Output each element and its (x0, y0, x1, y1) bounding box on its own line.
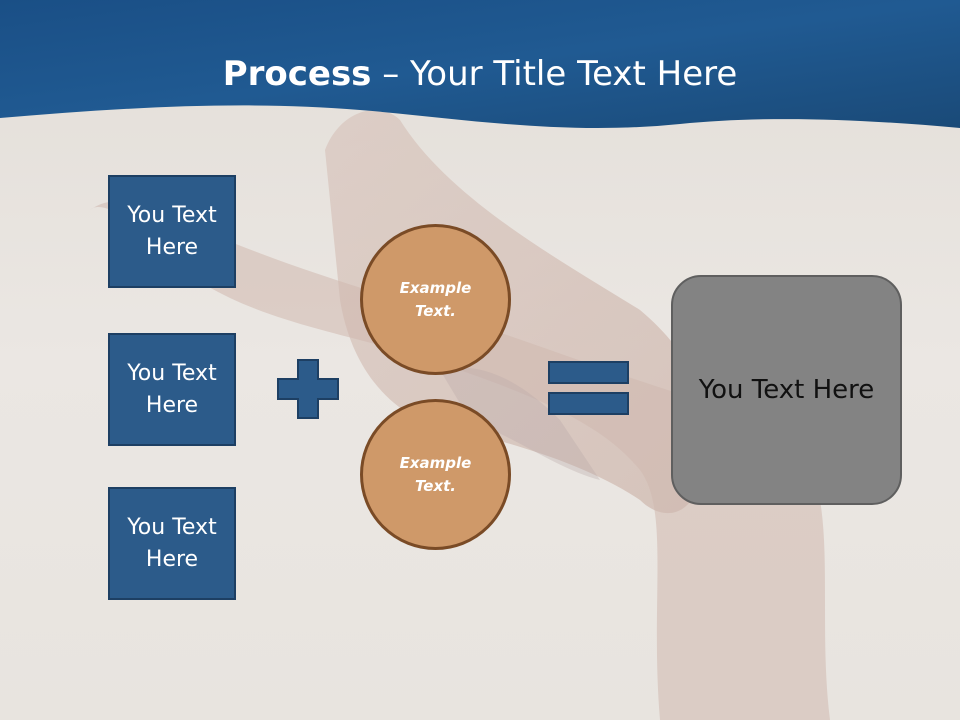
plus-icon (277, 359, 339, 419)
title-rest-part: – Your Title Text Here (371, 54, 738, 94)
example-circle-1[interactable]: Example Text. (360, 224, 511, 375)
text-box-2-label: You Text Here (127, 360, 217, 418)
text-box-1[interactable]: You Text Here (108, 175, 236, 288)
text-box-1-label: You Text Here (127, 202, 217, 260)
equals-icon (548, 361, 629, 415)
slide-title: Process – Your Title Text Here (0, 52, 960, 96)
text-box-3-label: You Text Here (127, 514, 217, 572)
result-box-label: You Text Here (698, 375, 875, 405)
example-circle-2-label: Example Text. (399, 453, 472, 495)
result-box[interactable]: You Text Here (671, 275, 902, 505)
example-circle-1-label: Example Text. (399, 278, 472, 320)
example-circle-2[interactable]: Example Text. (360, 399, 511, 550)
title-bold-part: Process (222, 54, 372, 94)
text-box-2[interactable]: You Text Here (108, 333, 236, 446)
text-box-3[interactable]: You Text Here (108, 487, 236, 600)
